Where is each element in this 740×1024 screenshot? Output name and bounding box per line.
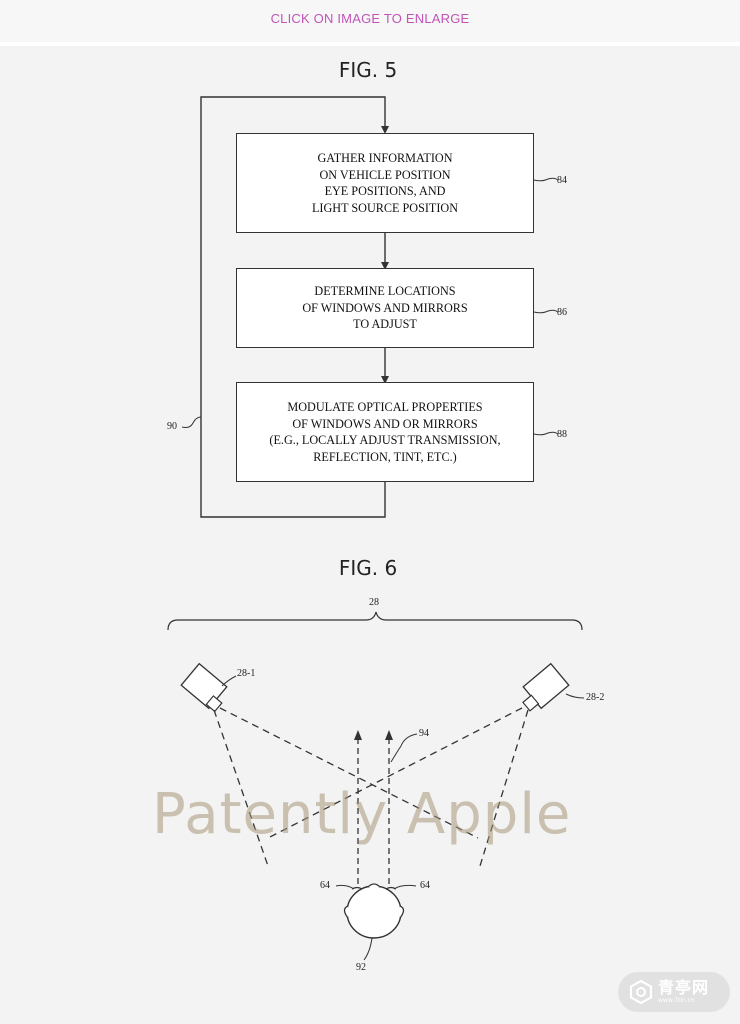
fov-left-outer xyxy=(213,709,269,867)
ref-64-right: 64 xyxy=(420,880,430,891)
logo-text: 青亭网 xyxy=(658,978,710,997)
nose xyxy=(367,883,381,888)
brace-28 xyxy=(167,611,583,631)
ref-92: 92 xyxy=(356,962,366,973)
leader-64-right xyxy=(393,884,417,890)
site-logo: 青亭网 www.7tin.cn xyxy=(618,972,730,1012)
flow-box-modulate-optical: MODULATE OPTICAL PROPERTIES OF WINDOWS A… xyxy=(236,382,534,482)
leader-92 xyxy=(363,937,373,961)
leader-90 xyxy=(181,416,202,428)
watermark: Patently Apple xyxy=(152,782,572,847)
flow-box-gather-info: GATHER INFORMATION ON VEHICLE POSITION E… xyxy=(236,133,534,233)
logo-subtext: www.7tin.cn xyxy=(658,997,695,1004)
camera-right-lens xyxy=(522,694,540,712)
flow-box-modulate-optical-text: MODULATE OPTICAL PROPERTIES OF WINDOWS A… xyxy=(269,400,501,464)
flow-box-gather-info-text: GATHER INFORMATION ON VEHICLE POSITION E… xyxy=(311,151,459,215)
ref-28-2: 28-2 xyxy=(586,692,605,703)
ref-28-1: 28-1 xyxy=(237,668,256,679)
leader-64-left xyxy=(335,884,355,890)
ref-88: 88 xyxy=(557,429,567,440)
flow-box-determine-locations-text: DETERMINE LOCATIONS OF WINDOWS AND MIRRO… xyxy=(302,284,468,332)
fig6-title: FIG. 6 xyxy=(338,556,398,580)
ref-90: 90 xyxy=(167,421,177,432)
ref-86: 86 xyxy=(557,307,567,318)
leader-84 xyxy=(533,177,559,182)
ref-84: 84 xyxy=(557,175,567,186)
fig5-title: FIG. 5 xyxy=(338,58,398,82)
fov-right-outer xyxy=(479,709,529,867)
leader-86 xyxy=(533,309,559,314)
leader-94 xyxy=(390,733,418,763)
ref-64-left: 64 xyxy=(320,880,330,891)
leader-28-2 xyxy=(565,693,585,699)
fov-left-inner xyxy=(219,707,479,839)
leader-88 xyxy=(533,431,559,436)
camera-left-lens xyxy=(205,695,223,713)
flow-box-determine-locations: DETERMINE LOCATIONS OF WINDOWS AND MIRRO… xyxy=(236,268,534,348)
head xyxy=(346,885,402,939)
top-bar: CLICK ON IMAGE TO ENLARGE xyxy=(0,0,740,46)
right-ear xyxy=(399,905,405,919)
ref-28: 28 xyxy=(369,597,379,608)
left-ear xyxy=(343,905,349,919)
logo-icon xyxy=(629,979,653,1005)
click-to-enlarge-link[interactable]: CLICK ON IMAGE TO ENLARGE xyxy=(270,11,470,26)
feedback-loop-line xyxy=(200,96,389,518)
leader-28-1 xyxy=(221,675,237,687)
ref-94: 94 xyxy=(419,728,429,739)
